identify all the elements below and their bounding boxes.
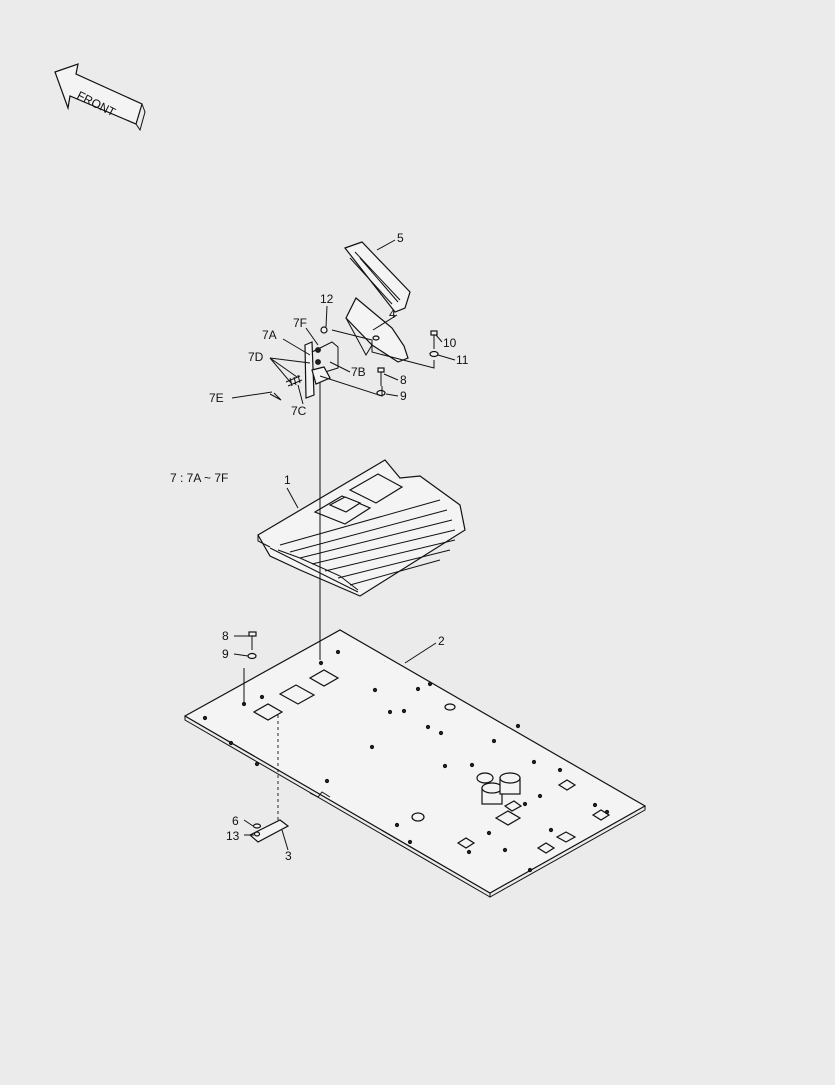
assembly-note: 7 : 7A ~ 7F	[170, 471, 228, 485]
callout-7E: 7E	[209, 391, 224, 405]
callout-7A: 7A	[262, 328, 277, 342]
callout-9-upper: 9	[400, 389, 407, 403]
callout-5: 5	[397, 231, 404, 245]
front-direction-arrow: FRONT	[54, 63, 146, 132]
callout-10: 10	[443, 336, 457, 350]
floor-plate	[183, 629, 647, 898]
callout-9-lower: 9	[222, 647, 229, 661]
floor-mat	[257, 459, 466, 597]
callout-13: 13	[226, 829, 240, 843]
callout-7C: 7C	[291, 404, 307, 418]
callout-labels: 5 4 12 7F 7A 7D 7B 7C 7E 10 11 8 9 1 2 8…	[170, 231, 469, 863]
callout-11: 11	[456, 353, 469, 367]
callout-3: 3	[285, 849, 292, 863]
pedal-pad	[344, 241, 411, 313]
callout-8-upper: 8	[400, 373, 407, 387]
hardware	[247, 326, 439, 843]
leader-lines	[231, 239, 456, 851]
callout-8-lower: 8	[222, 629, 229, 643]
pedal-bracket	[345, 297, 409, 363]
callout-7D: 7D	[248, 350, 264, 364]
callout-4: 4	[389, 307, 396, 321]
callout-12: 12	[320, 292, 334, 306]
callout-2: 2	[438, 634, 445, 648]
callout-7F: 7F	[293, 316, 307, 330]
callout-7B: 7B	[351, 365, 366, 379]
callout-6: 6	[232, 814, 239, 828]
pedal-link-assembly	[269, 341, 339, 401]
callout-1: 1	[284, 473, 291, 487]
